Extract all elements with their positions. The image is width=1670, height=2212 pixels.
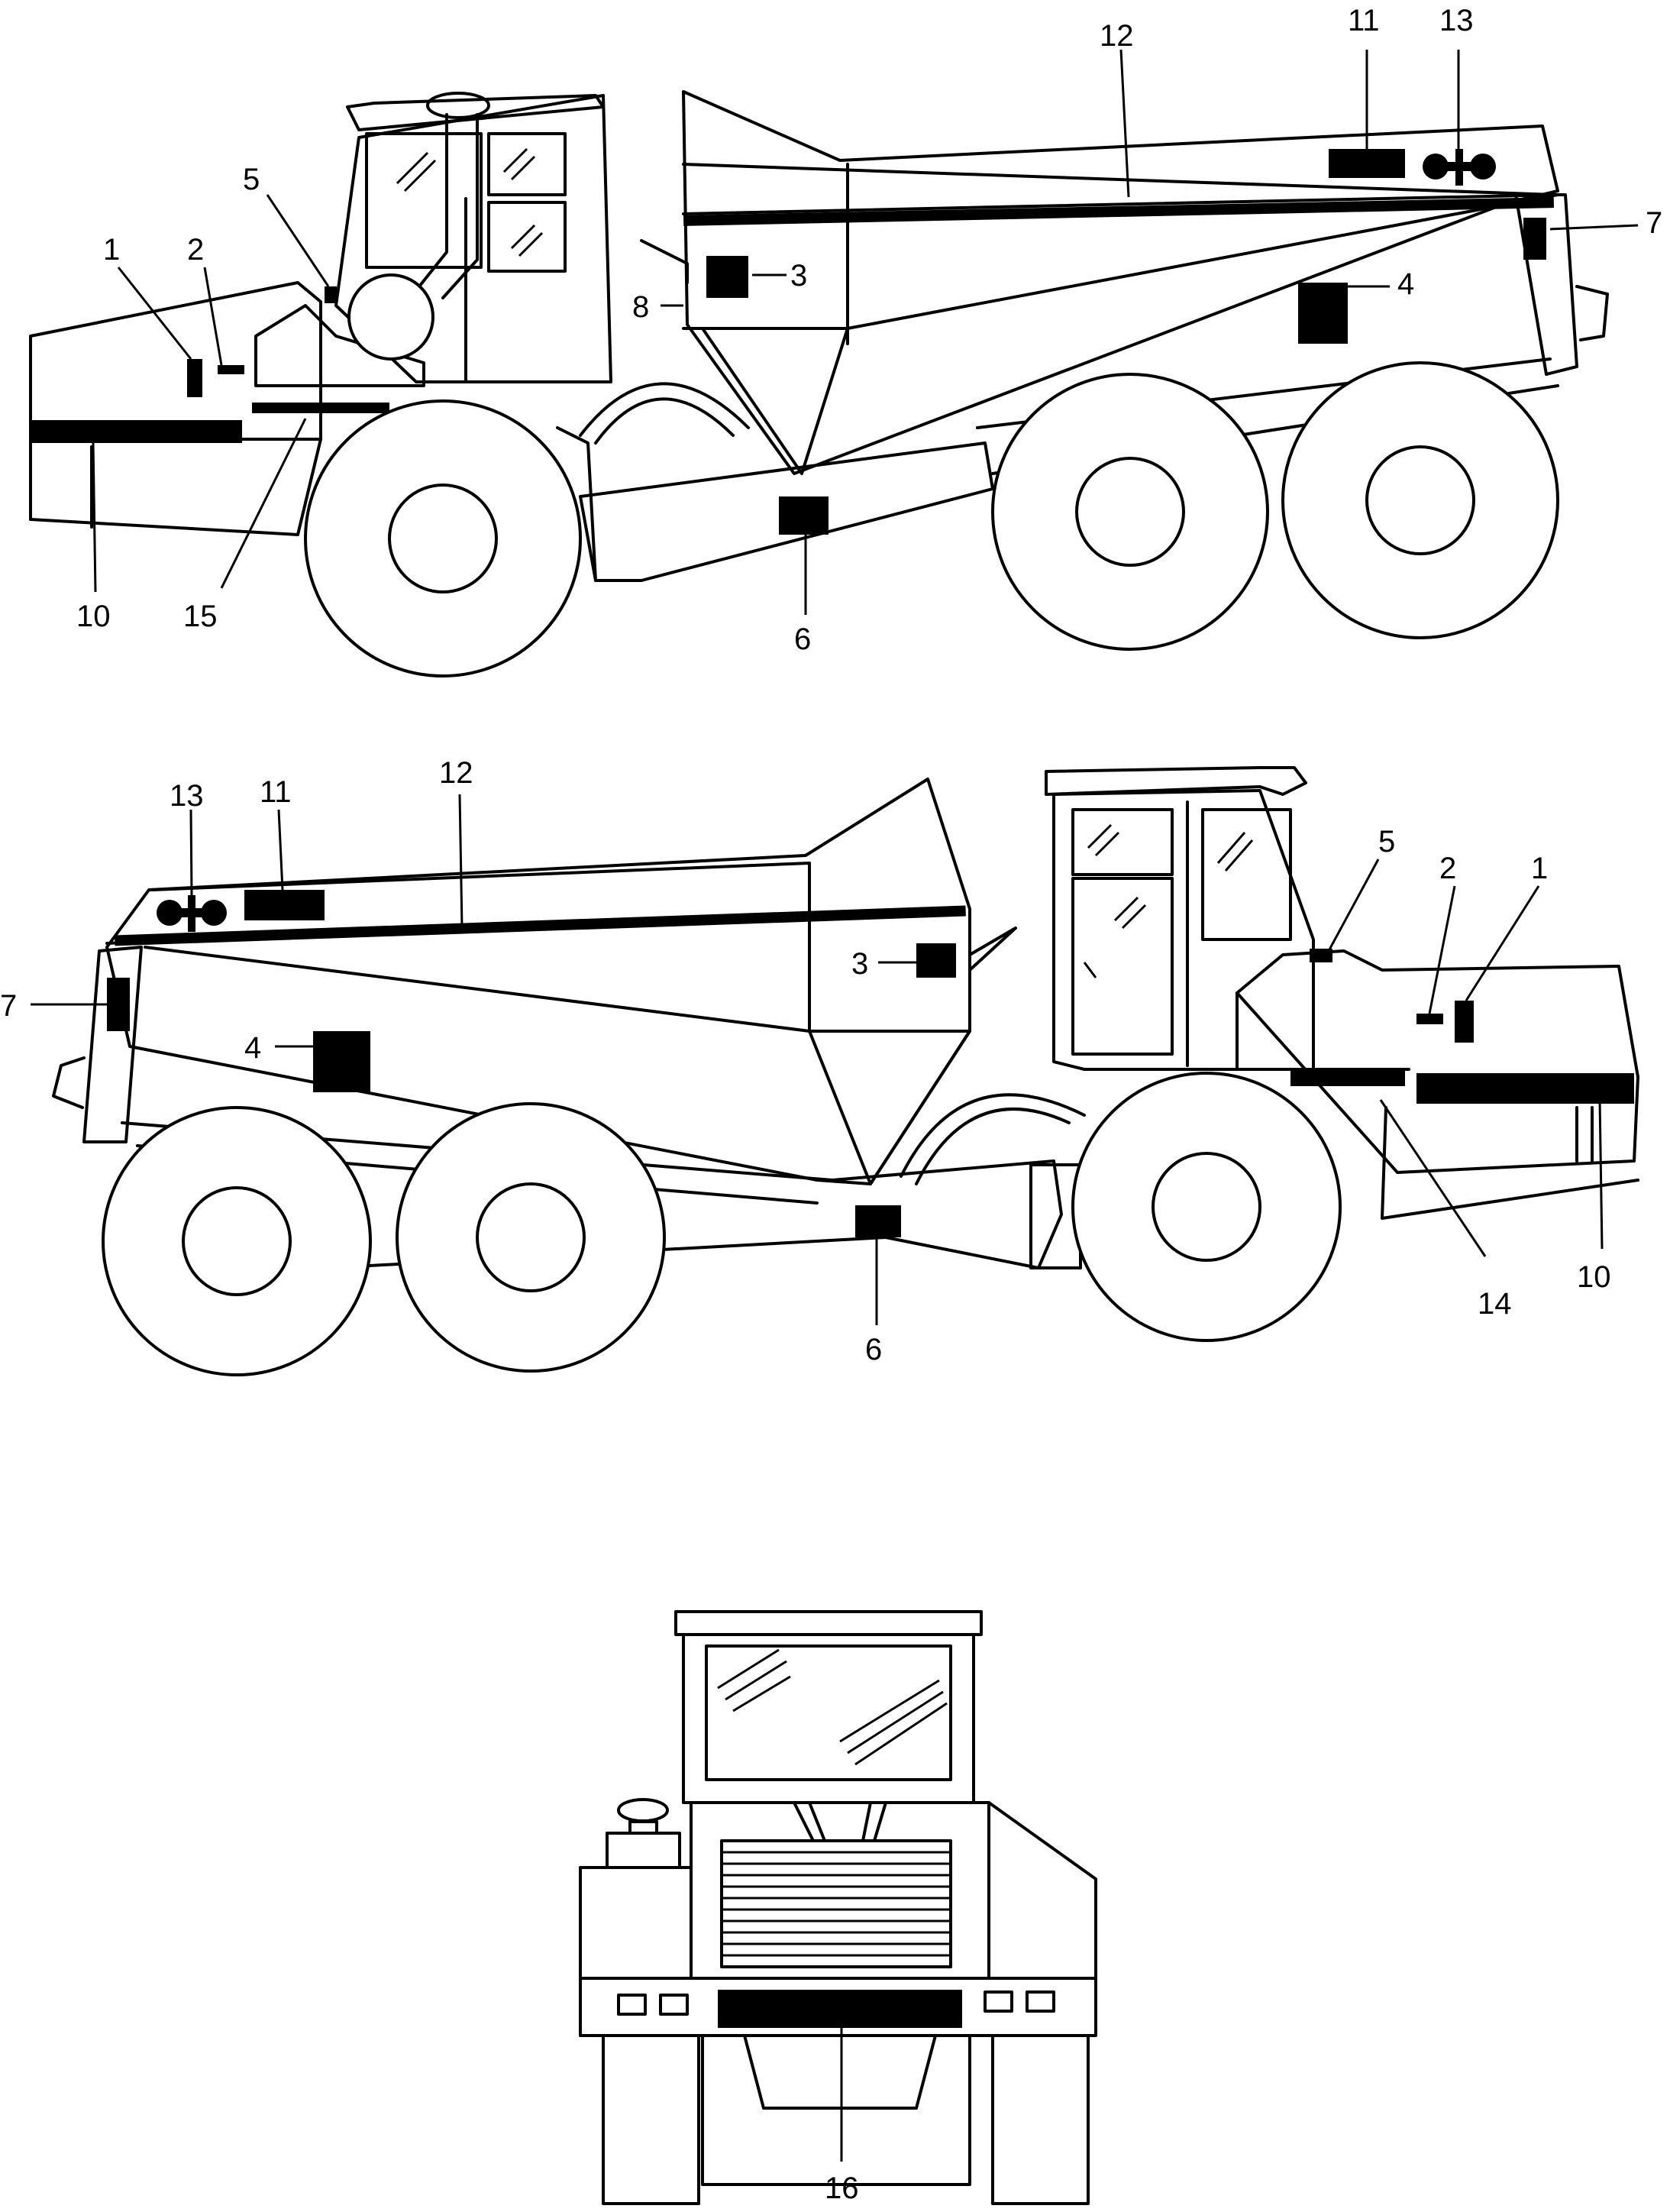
callout-13: 13 bbox=[1439, 4, 1474, 37]
decal-11 bbox=[1329, 149, 1405, 178]
callout-3: 3 bbox=[790, 259, 807, 293]
decals-left bbox=[187, 149, 1546, 535]
decal-6 bbox=[855, 1205, 901, 1237]
callout-11: 11 bbox=[260, 775, 292, 809]
decal-2 bbox=[218, 365, 244, 374]
callout-6: 6 bbox=[794, 623, 811, 656]
callout-5: 5 bbox=[1378, 825, 1395, 859]
callout-12: 12 bbox=[1100, 19, 1134, 53]
callouts-left: 1 2 5 3 4 6 7 8 10 11 12 13 15 bbox=[76, 4, 1662, 656]
decal-6 bbox=[779, 496, 829, 535]
callout-11: 11 bbox=[1348, 4, 1380, 37]
callout-13: 13 bbox=[170, 779, 204, 813]
callout-7: 7 bbox=[1646, 206, 1662, 240]
decals-right bbox=[107, 890, 1474, 1237]
callout-1: 1 bbox=[1531, 852, 1548, 885]
decal-1 bbox=[187, 359, 202, 397]
callout-10: 10 bbox=[1577, 1260, 1611, 1294]
decal-4 bbox=[313, 1031, 370, 1092]
decal-3 bbox=[916, 943, 956, 978]
right-side-view: 1 2 5 3 4 6 7 10 11 12 13 14 bbox=[0, 756, 1639, 1376]
callout-5: 5 bbox=[243, 163, 260, 196]
callouts-rear: 16 bbox=[825, 2009, 859, 2205]
truck-outline-rear bbox=[579, 1610, 1097, 2205]
callout-14: 14 bbox=[1478, 1287, 1512, 1321]
truck-outline-right bbox=[52, 766, 1639, 1376]
decal-7 bbox=[1523, 218, 1546, 260]
callout-2: 2 bbox=[187, 233, 204, 267]
decals-rear bbox=[718, 1990, 962, 2028]
decal-13 bbox=[157, 895, 227, 932]
decal-16 bbox=[718, 1990, 962, 2028]
decal-1 bbox=[1455, 1001, 1474, 1043]
callouts-right: 1 2 5 3 4 6 7 10 11 12 13 14 bbox=[0, 756, 1611, 1366]
callout-12: 12 bbox=[439, 756, 473, 790]
callout-15: 15 bbox=[183, 600, 218, 633]
decal-5 bbox=[1310, 949, 1332, 962]
callout-3: 3 bbox=[851, 947, 868, 981]
callout-7: 7 bbox=[0, 989, 17, 1023]
callout-4: 4 bbox=[1397, 267, 1414, 301]
callout-1: 1 bbox=[103, 233, 120, 267]
callout-2: 2 bbox=[1439, 852, 1456, 885]
left-side-view: 1 2 5 3 4 6 7 8 10 11 12 13 15 bbox=[29, 4, 1662, 678]
decal-4 bbox=[1298, 283, 1348, 344]
callout-16: 16 bbox=[825, 2172, 859, 2205]
decal-3 bbox=[706, 256, 748, 298]
rear-view: 16 bbox=[579, 1610, 1097, 2205]
callout-4: 4 bbox=[244, 1031, 261, 1065]
decal-2 bbox=[1416, 1014, 1443, 1024]
truck-outline-left bbox=[29, 90, 1609, 678]
decal-11 bbox=[244, 890, 325, 920]
callout-8: 8 bbox=[632, 290, 649, 324]
callout-10: 10 bbox=[76, 600, 111, 633]
decal-7 bbox=[107, 978, 130, 1031]
decal-13 bbox=[1423, 149, 1496, 186]
decal-5 bbox=[325, 286, 337, 303]
callout-6: 6 bbox=[865, 1333, 882, 1366]
